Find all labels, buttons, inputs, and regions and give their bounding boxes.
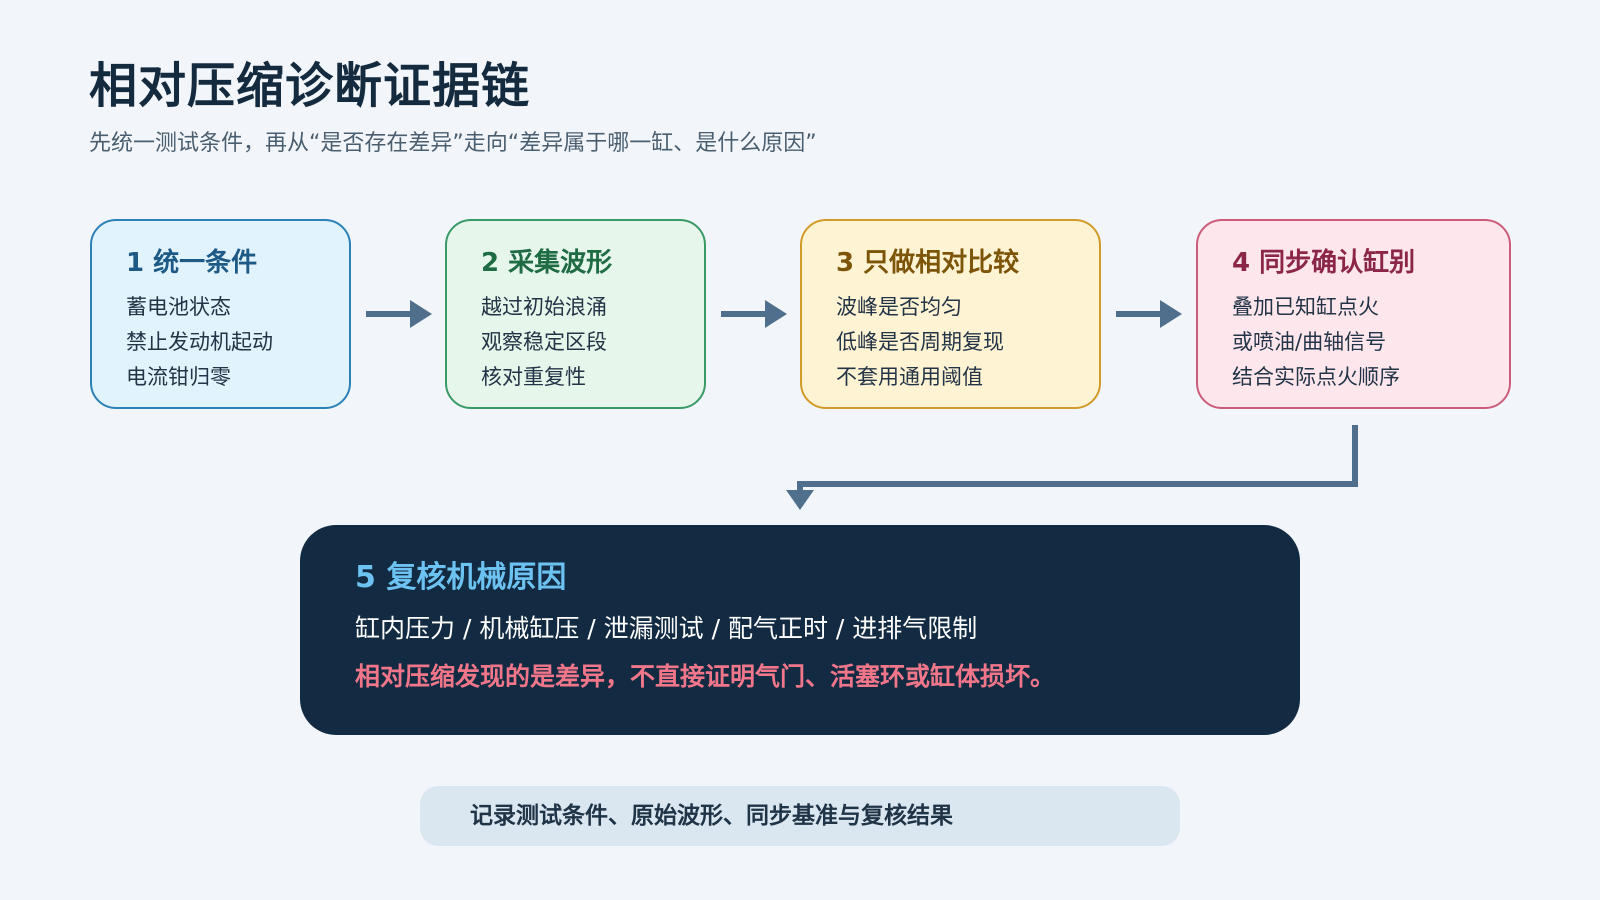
step-item-list: 叠加已知缸点火 或喷油/曲轴信号 结合实际点火顺序: [1232, 290, 1509, 395]
step-item: 不套用通用阈值: [836, 365, 983, 389]
step-title: 2 采集波形: [481, 248, 613, 278]
step-title: 4 同步确认缸别: [1232, 248, 1416, 278]
step-item: 叠加已知缸点火: [1232, 295, 1379, 319]
page-subtitle: 先统一测试条件，再从“是否存在差异”走向“差异属于哪一缸、是什么原因”: [89, 131, 817, 156]
arrow-1-2-head: [410, 300, 432, 328]
step-item: 越过初始浪涌: [481, 295, 607, 319]
final-step-title: 5 复核机械原因: [355, 560, 567, 595]
arrow-2-3-head: [765, 300, 787, 328]
step-item-list: 蓄电池状态 禁止发动机起动 电流钳归零: [126, 290, 349, 395]
arrow-4-5-path: [797, 425, 1358, 494]
final-step-card: 5 复核机械原因 缸内压力 / 机械缸压 / 泄漏测试 / 配气正时 / 进排气…: [300, 525, 1300, 735]
step-item: 电流钳归零: [126, 365, 231, 389]
step-card-sync-cylinder: 4 同步确认缸别 叠加已知缸点火 或喷油/曲轴信号 结合实际点火顺序: [1196, 219, 1511, 409]
step-item: 观察稳定区段: [481, 330, 607, 354]
step-item: 波峰是否均匀: [836, 295, 962, 319]
step-card-capture-waveform: 2 采集波形 越过初始浪涌 观察稳定区段 核对重复性: [445, 219, 706, 409]
step-item: 低峰是否周期复现: [836, 330, 1004, 354]
step-item: 或喷油/曲轴信号: [1232, 330, 1387, 354]
final-step-methods: 缸内压力 / 机械缸压 / 泄漏测试 / 配气正时 / 进排气限制: [355, 614, 978, 643]
step-card-unify-conditions: 1 统一条件 蓄电池状态 禁止发动机起动 电流钳归零: [90, 219, 351, 409]
step-title: 3 只做相对比较: [836, 248, 1020, 278]
final-step-warning: 相对压缩发现的是差异，不直接证明气门、活塞环或缸体损坏。: [355, 662, 1056, 691]
step-item: 蓄电池状态: [126, 295, 231, 319]
footer-note: 记录测试条件、原始波形、同步基准与复核结果: [420, 786, 1180, 846]
step-title: 1 统一条件: [126, 248, 258, 278]
step-item: 禁止发动机起动: [126, 330, 273, 354]
step-item-list: 越过初始浪涌 观察稳定区段 核对重复性: [481, 290, 704, 395]
step-item: 核对重复性: [481, 365, 586, 389]
step-item-list: 波峰是否均匀 低峰是否周期复现 不套用通用阈值: [836, 290, 1099, 395]
step-item: 结合实际点火顺序: [1232, 365, 1400, 389]
page-title: 相对压缩诊断证据链: [89, 58, 531, 114]
arrow-4-5-head: [786, 490, 814, 510]
step-card-relative-compare: 3 只做相对比较 波峰是否均匀 低峰是否周期复现 不套用通用阈值: [800, 219, 1101, 409]
arrow-3-4-head: [1160, 300, 1182, 328]
